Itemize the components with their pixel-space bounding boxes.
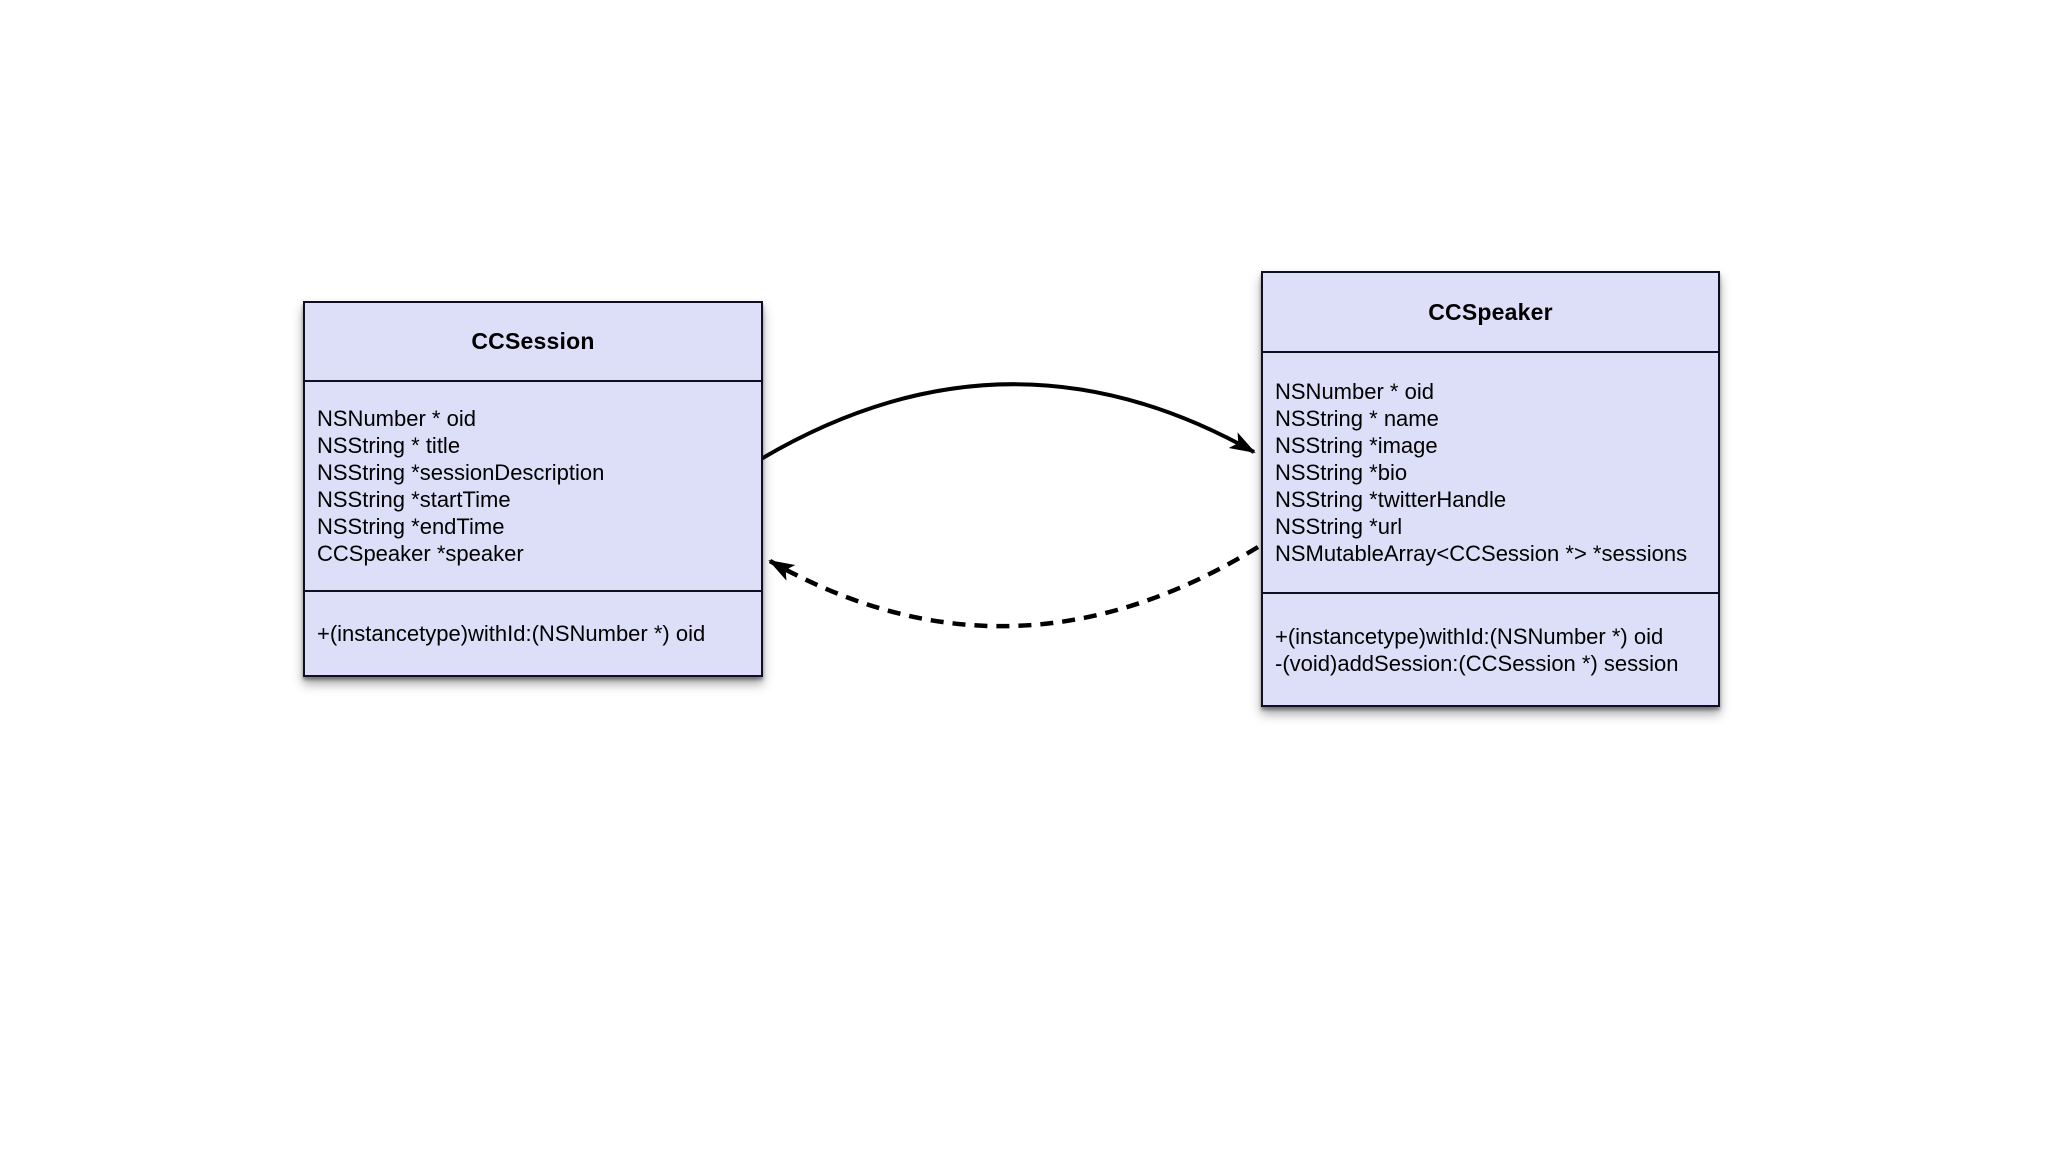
dependency-arrow-speaker-to-session[interactable] — [768, 545, 1260, 629]
member-line: NSMutableArray<CCSession *> *sessions — [1275, 541, 1688, 566]
member-line: NSString *twitterHandle — [1275, 487, 1507, 512]
member-line: CCSpeaker *speaker — [317, 541, 524, 566]
class-title-ccsession: CCSession — [471, 328, 595, 354]
member-line: NSNumber * oid — [317, 406, 476, 431]
member-line: NSString * title — [317, 433, 461, 458]
member-line: NSString * name — [1275, 406, 1439, 431]
association-arrow-session-to-speaker[interactable] — [759, 382, 1256, 461]
class-title-ccspeaker: CCSpeaker — [1428, 298, 1553, 325]
member-line: NSString *endTime — [317, 514, 505, 539]
methods-compartment-ccsession: +(instancetype)withId:(NSNumber *) oid — [305, 590, 761, 675]
member-line: +(instancetype)withId:(NSNumber *) oid — [317, 621, 706, 646]
member-line: NSString *startTime — [317, 487, 511, 512]
methods-compartment-ccspeaker: +(instancetype)withId:(NSNumber *) oid-(… — [1263, 592, 1718, 705]
member-line: +(instancetype)withId:(NSNumber *) oid — [1275, 623, 1664, 649]
member-line: -(void)addSession:(CCSession *) session — [1275, 650, 1679, 676]
member-line: NSString *bio — [1275, 460, 1408, 485]
member-line: NSString *sessionDescription — [317, 460, 605, 485]
member-line: NSNumber * oid — [1275, 379, 1434, 404]
member-line: NSString *image — [1275, 433, 1438, 458]
member-line: NSString *url — [1275, 514, 1403, 539]
